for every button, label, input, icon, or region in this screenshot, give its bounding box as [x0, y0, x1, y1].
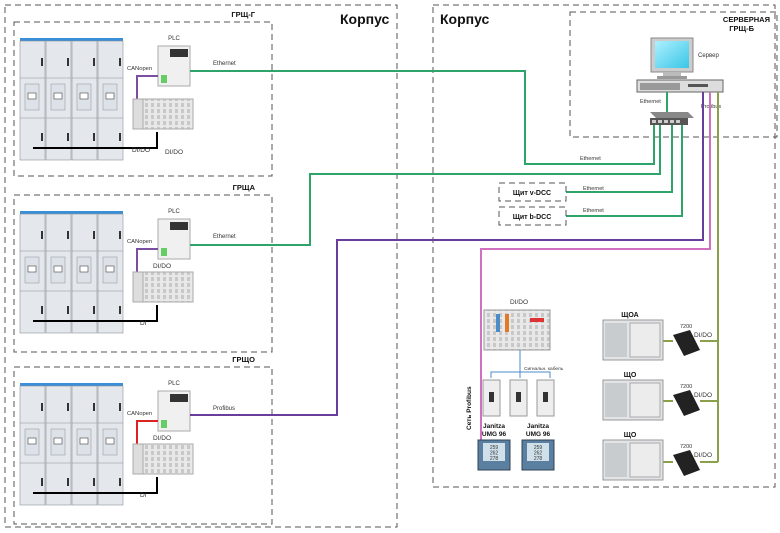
io-module-7200-icon — [673, 450, 700, 476]
signal-cable-label: Сигнальн. кабель — [524, 366, 564, 372]
module-label: 7200 — [680, 444, 692, 450]
meter-brand: Janitza — [527, 423, 549, 430]
module-io-label: DI/DO — [694, 452, 712, 459]
meter-reading: 278 — [534, 456, 543, 462]
vdcc-box — [498, 182, 567, 202]
panel-frame — [13, 21, 273, 177]
io-block-icon — [132, 443, 194, 475]
cabinet-name: ЩОА — [621, 312, 638, 319]
panel-title: ГРЩ-Г — [231, 10, 255, 19]
ethernet-label-1: Ethernet — [580, 156, 601, 162]
meter-reading: 259 — [534, 445, 543, 451]
switchgear-icon — [19, 211, 124, 334]
io-module-group: DI/DO Сигнальн. кабель Сеть Profibus — [466, 299, 564, 430]
right-building-frame — [432, 4, 776, 488]
panel-frame — [13, 366, 273, 525]
io-label: DI/DO — [165, 149, 183, 156]
io-module-icon — [483, 309, 551, 351]
server-room-title-2: ГРЩ-Б — [729, 24, 754, 33]
canopen-label: CANopen — [127, 66, 152, 72]
meter-model: UMG 96 — [526, 431, 551, 438]
meter-reading: 262 — [490, 451, 499, 457]
left-building-frame — [4, 4, 398, 528]
server-label: Сервер — [698, 53, 719, 59]
plc-label: PLC — [168, 381, 180, 387]
cable-profibus-grsho — [190, 92, 704, 416]
plc-icon — [157, 218, 191, 260]
meter-reading: 259 — [490, 445, 499, 451]
server-room-title-1: СЕРВЕРНАЯ — [723, 15, 770, 24]
cable-ethernet-vdcc — [566, 125, 673, 193]
switchgear-icon — [19, 38, 124, 161]
meter-reading: 262 — [534, 451, 543, 457]
cable-ethernet-grsha — [190, 125, 661, 246]
io-module-label: DI/DO — [510, 299, 528, 306]
cable-ethernet-grsh-g — [190, 70, 655, 165]
meter-reading: 278 — [490, 456, 499, 462]
io-block-icon — [132, 98, 194, 130]
vdcc-label: Щит v-DCC — [513, 190, 551, 197]
plc-label: PLC — [168, 36, 180, 42]
module-io-label: DI/DO — [694, 332, 712, 339]
server-ethernet-label: Ethernet — [640, 99, 661, 105]
module-label: 7200 — [680, 384, 692, 390]
wire-label: DI — [140, 492, 147, 499]
wire-label: DI — [140, 320, 147, 327]
io-label: DI/DO — [153, 263, 171, 270]
profibus-net-label: Сеть Profibus — [466, 386, 473, 430]
left-building-title: Корпус — [340, 11, 390, 27]
monitor-icon — [650, 37, 694, 79]
panel-frame — [13, 194, 273, 353]
uplink-label: Ethernet — [213, 234, 236, 240]
uplink-label: Profibus — [213, 406, 235, 412]
plc-icon — [157, 45, 191, 87]
cable-ethernet-bdcc — [566, 125, 683, 217]
io-label: DI/DO — [153, 435, 171, 442]
switchgear-icon — [19, 383, 124, 506]
server-room: СЕРВЕРНАЯ ГРЩ-Б Сервер Ethernet Profibus — [569, 11, 778, 138]
bdcc-label: Щит b-DCC — [513, 214, 552, 221]
panel-title: ГРЩА — [233, 183, 256, 192]
ethernet-label-3: Ethernet — [583, 208, 604, 214]
meter-model: UMG 96 — [482, 431, 507, 438]
canopen-label: CANopen — [127, 239, 152, 245]
ethernet-label-2: Ethernet — [583, 186, 604, 192]
plc-label: PLC — [168, 209, 180, 215]
cables — [190, 70, 719, 463]
wire-label: DI/DO — [132, 147, 150, 154]
right-building-title: Корпус — [440, 11, 490, 27]
plc-icon — [157, 390, 191, 432]
io-module-7200-icon — [673, 330, 700, 356]
module-label: 7200 — [680, 324, 692, 330]
cabinet-name: ЩО — [624, 432, 637, 439]
server-room-frame — [569, 11, 778, 138]
module-io-label: DI/DO — [694, 392, 712, 399]
canopen-label: CANopen — [127, 411, 152, 417]
meter-brand: Janitza — [483, 423, 505, 430]
breakers — [482, 379, 555, 417]
io-module-7200-icon — [673, 390, 700, 416]
io-block-icon — [132, 271, 194, 303]
server-profibus-label: Profibus — [701, 104, 721, 110]
bdcc-box — [498, 206, 567, 226]
cabinet-name: ЩО — [624, 372, 637, 379]
panel-title: ГРЩО — [232, 355, 255, 364]
uplink-label: Ethernet — [213, 61, 236, 67]
server-rack-icon — [636, 79, 724, 93]
network-switch-icon — [650, 112, 694, 125]
